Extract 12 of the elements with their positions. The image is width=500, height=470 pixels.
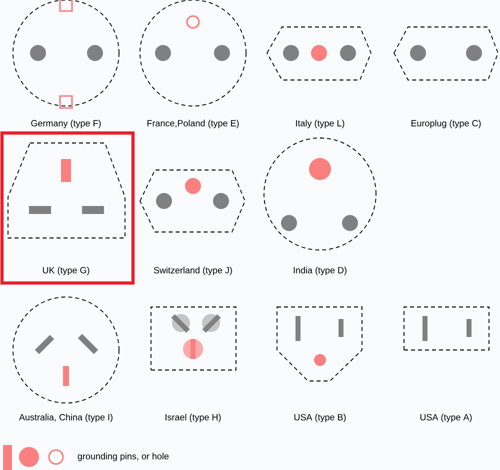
socket-caption: Germany (type F) [31, 120, 101, 128]
socket-caption: Switzerland (type J) [154, 266, 232, 276]
socket-caption: France,Poland (type E) [147, 120, 239, 128]
socket-caption: Israel (type H) [166, 414, 221, 422]
legend-text: grounding pins, or hole [78, 452, 169, 462]
socket-caption: UK (type G) [42, 266, 90, 276]
socket-caption: USA (type B) [294, 414, 346, 422]
socket-caption: USA (type A) [420, 414, 472, 422]
socket-caption: Europlug (type C) [411, 120, 481, 128]
socket-caption: India (type D) [294, 266, 346, 276]
socket-caption: Italy (type L) [296, 120, 344, 128]
socket-caption: Australia, China (type I) [19, 414, 112, 422]
